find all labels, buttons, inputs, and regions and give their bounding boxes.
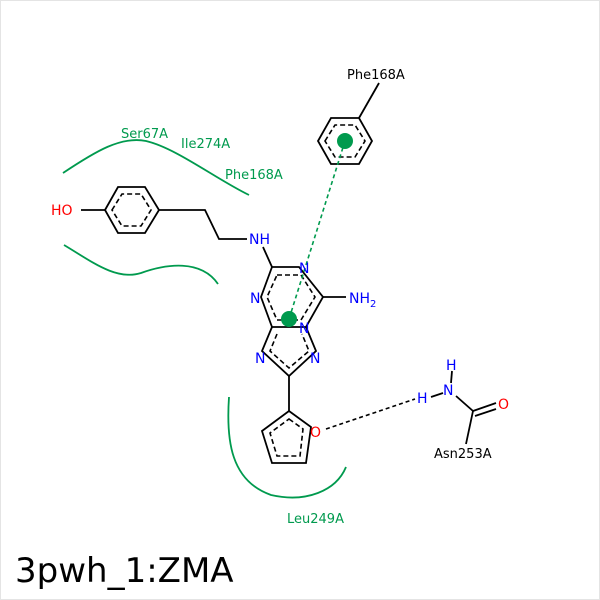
- hydrophobic-arc-top: [62, 139, 250, 196]
- residue-ser67: Ser67A: [121, 127, 168, 142]
- bond-c-o-double: [474, 408, 497, 417]
- furan-ring: [260, 409, 312, 464]
- residue-asn253: Asn253A: [434, 447, 492, 462]
- ring-centroid-phe: [337, 133, 353, 149]
- residue-ile274: Ile274A: [181, 137, 230, 152]
- phenyl-aromatic: [324, 124, 366, 158]
- atom-n-asn: N: [443, 383, 453, 399]
- furan-aromatic: [269, 418, 304, 457]
- phenol-aromatic: [111, 193, 152, 227]
- bond-h2-n: [430, 392, 444, 398]
- hydrophobic-arc-left: [63, 244, 219, 285]
- residue-phe168-arc: Phe168A: [225, 168, 283, 183]
- bond-c-residue: [465, 410, 474, 445]
- bond-nh-c: [262, 246, 273, 268]
- atom-n: N: [255, 351, 265, 367]
- residue-leu249: Leu249A: [287, 512, 344, 527]
- atom-n: N: [299, 261, 309, 277]
- atom-h: H: [446, 358, 457, 374]
- bond-h-n: [450, 370, 453, 384]
- ethyl-chain: [159, 209, 247, 240]
- phenyl-ring-phe168: [316, 117, 374, 165]
- atom-nh2: NH2: [349, 291, 376, 310]
- ring-centroid-ligand: [281, 311, 297, 327]
- atom-ho: HO: [51, 203, 73, 219]
- residue-phe168-top: Phe168A: [347, 68, 405, 83]
- diagram-title: 3pwh_1:ZMA: [15, 551, 234, 591]
- bond-c-o: [472, 402, 497, 412]
- atom-nh: NH: [249, 232, 270, 248]
- hydrophobic-arc-bottom: [227, 396, 347, 499]
- bond-phe-residue: [358, 82, 380, 119]
- triazole-aromatic: [269, 333, 310, 370]
- atom-o-furan: O: [310, 425, 321, 441]
- atom-o-asn: O: [498, 397, 509, 413]
- atom-h: H: [417, 391, 428, 407]
- atom-n: N: [310, 351, 320, 367]
- bond-n-c: [455, 395, 474, 412]
- hydrogen-bond-line: [325, 398, 416, 430]
- triazine-aromatic: [266, 274, 316, 321]
- pi-stacking-line: [288, 140, 346, 320]
- atom-n: N: [299, 321, 309, 337]
- atom-n: N: [250, 291, 260, 307]
